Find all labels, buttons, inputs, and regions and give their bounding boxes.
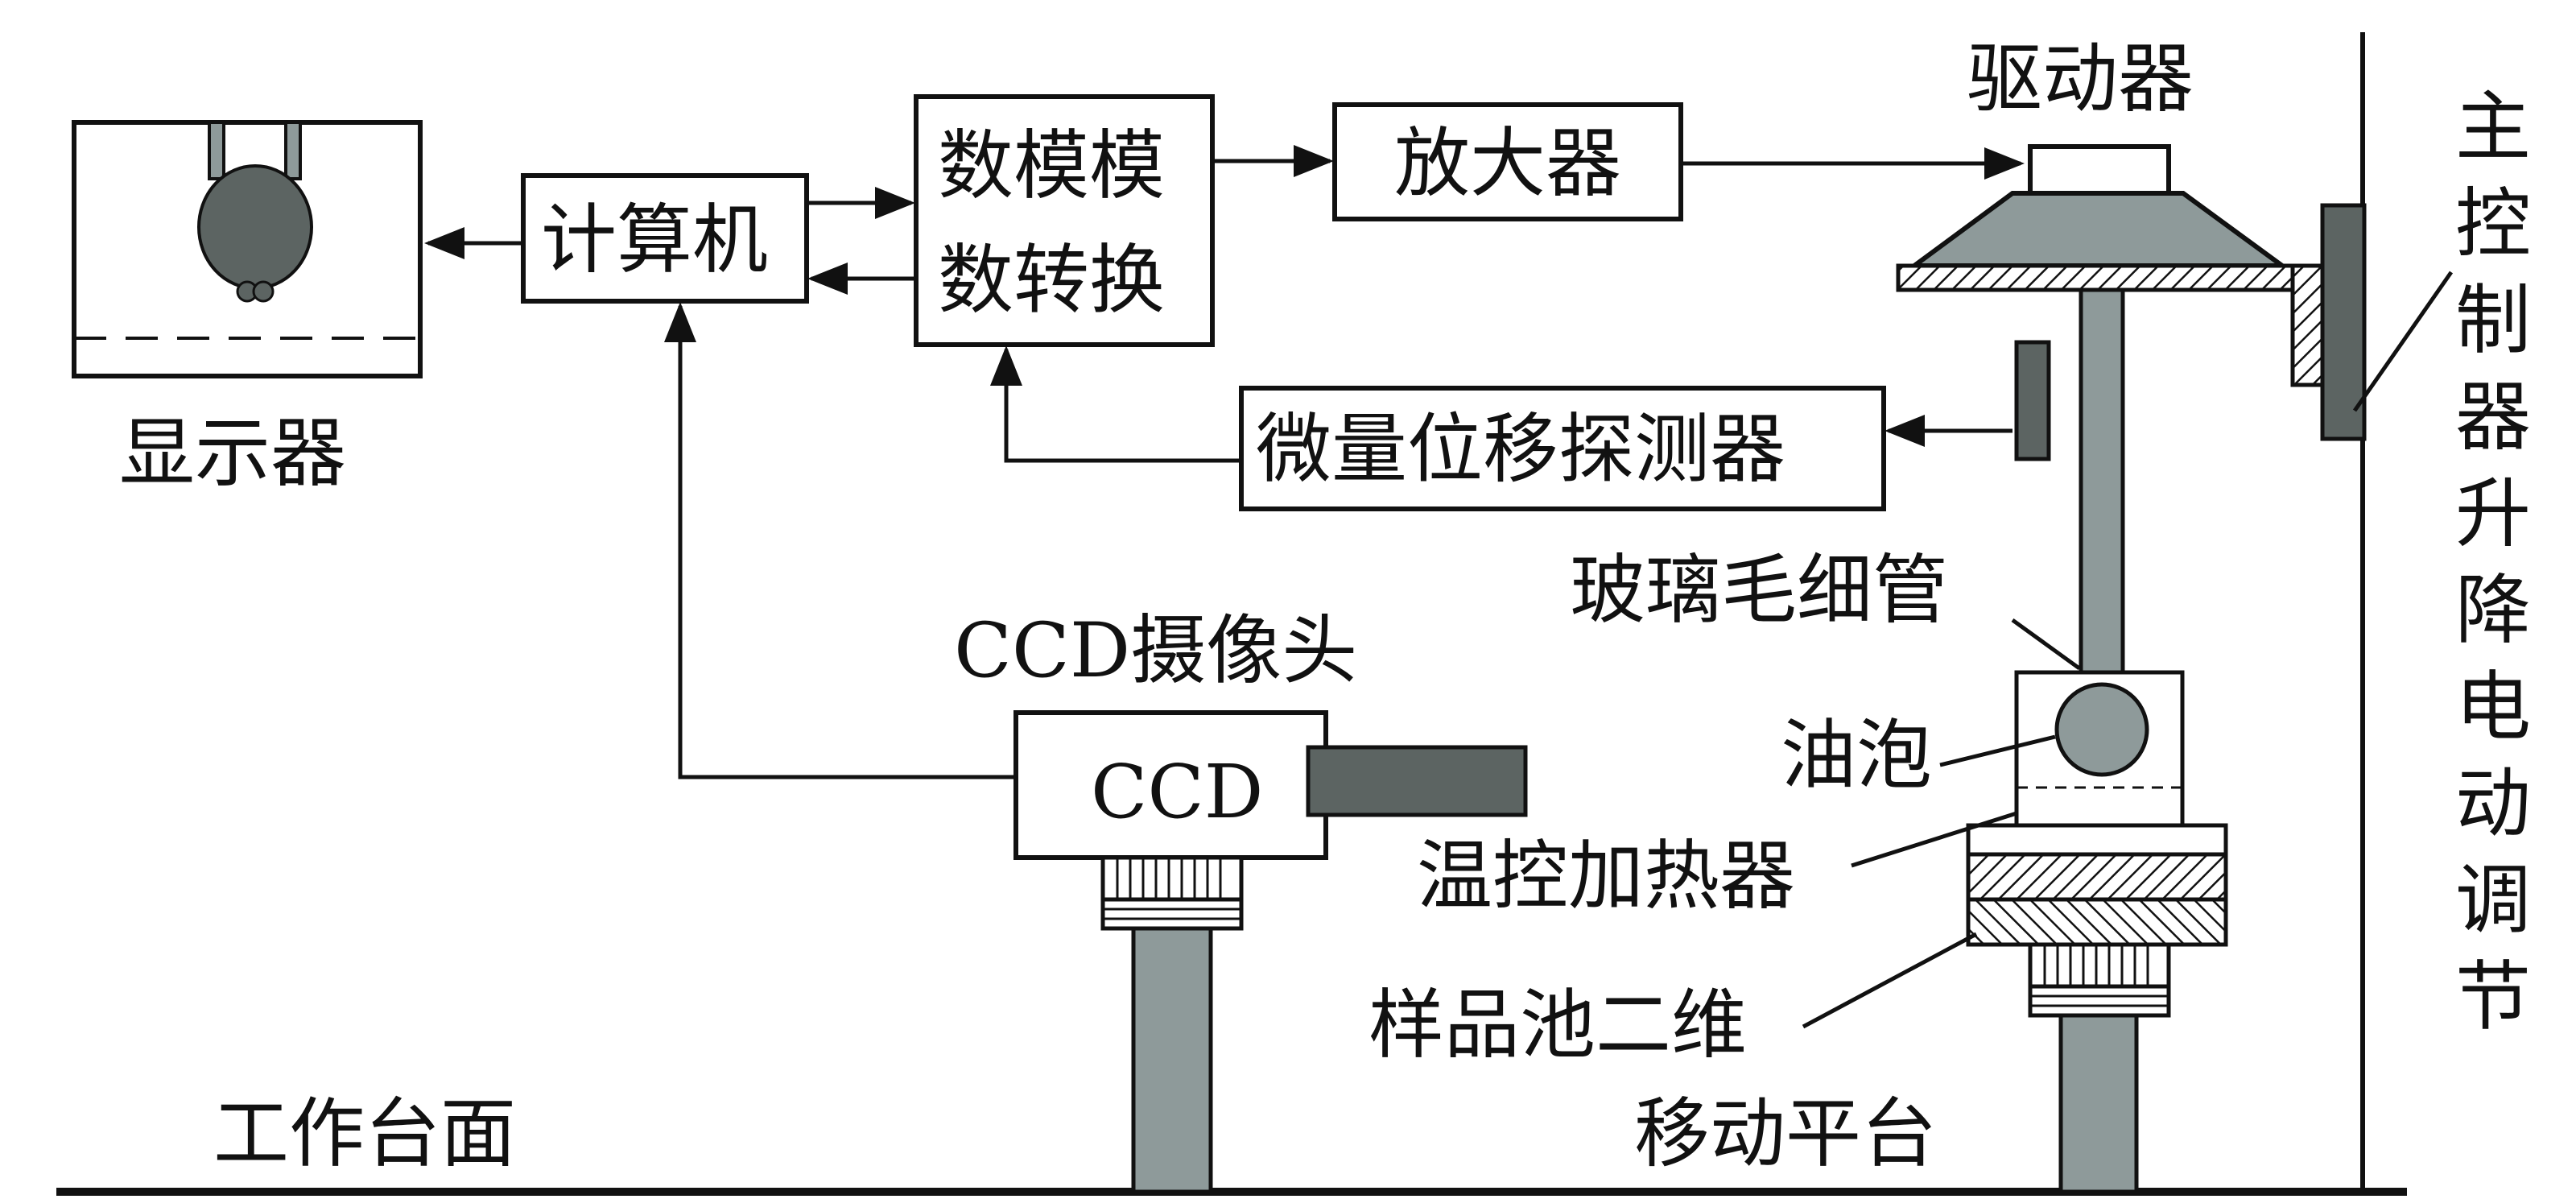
translation-stage [2028, 942, 2171, 1194]
arrow-detector-to-converter [990, 345, 1241, 463]
driver-label: 驱动器 [1967, 35, 2194, 123]
displacement-sensor-plate [2014, 340, 2051, 461]
camera-label: CCD摄像头 [954, 607, 1357, 695]
detector-label: 微量位移探测器 [1256, 406, 1785, 494]
oil-bubble-label: 油泡 [1781, 712, 1932, 800]
lift-label-char: 主 [2455, 84, 2531, 172]
lift-label-char: 器 [2455, 374, 2531, 461]
converter-label-line2: 数转换 [938, 237, 1165, 325]
capillary-label: 玻璃毛细管 [1570, 547, 1948, 635]
lift-clamp [2320, 203, 2367, 441]
amplifier-label: 放大器 [1394, 120, 1621, 208]
lift-label-char: 动 [2455, 760, 2531, 848]
lift-label-char: 调 [2455, 857, 2531, 945]
temperature-heater [1966, 823, 2228, 947]
stage-label-line2: 移动平台 [1634, 1090, 1937, 1178]
lift-label-char: 制 [2455, 277, 2531, 365]
ccd-camera [1013, 710, 1528, 1194]
oil-bubble [2054, 682, 2149, 777]
lift-pointer [2352, 271, 2454, 412]
lift-label-char: 电 [2455, 664, 2531, 751]
display-label: 显示器 [119, 410, 346, 498]
stage-pointer [1802, 932, 1978, 1029]
worktable-label: 工作台面 [213, 1090, 516, 1178]
lift-label-char: 升 [2455, 470, 2531, 558]
converter-box [914, 94, 1215, 347]
heater-pointer [1851, 811, 2017, 868]
stage-label-line1: 样品池二维 [1368, 982, 1747, 1069]
oil-bubble-pointer [1939, 734, 2056, 767]
lift-label-char: 控 [2455, 180, 2531, 268]
computer-box [521, 173, 809, 304]
camera-body-label: CCD [1091, 749, 1264, 835]
display-monitor [72, 120, 423, 378]
heater-label: 温控加热器 [1417, 833, 1795, 920]
arrow-camera-to-computer [664, 302, 1016, 779]
computer-label: 计算机 [541, 196, 768, 284]
converter-label-line1: 数模模 [938, 122, 1165, 210]
capillary-pointer [2011, 618, 2081, 671]
lift-label-char: 降 [2455, 567, 2531, 655]
glass-capillary [2079, 287, 2125, 687]
driver-assembly [1896, 144, 2325, 387]
detector-box [1239, 386, 1886, 511]
lift-label-char: 节 [2455, 953, 2531, 1041]
